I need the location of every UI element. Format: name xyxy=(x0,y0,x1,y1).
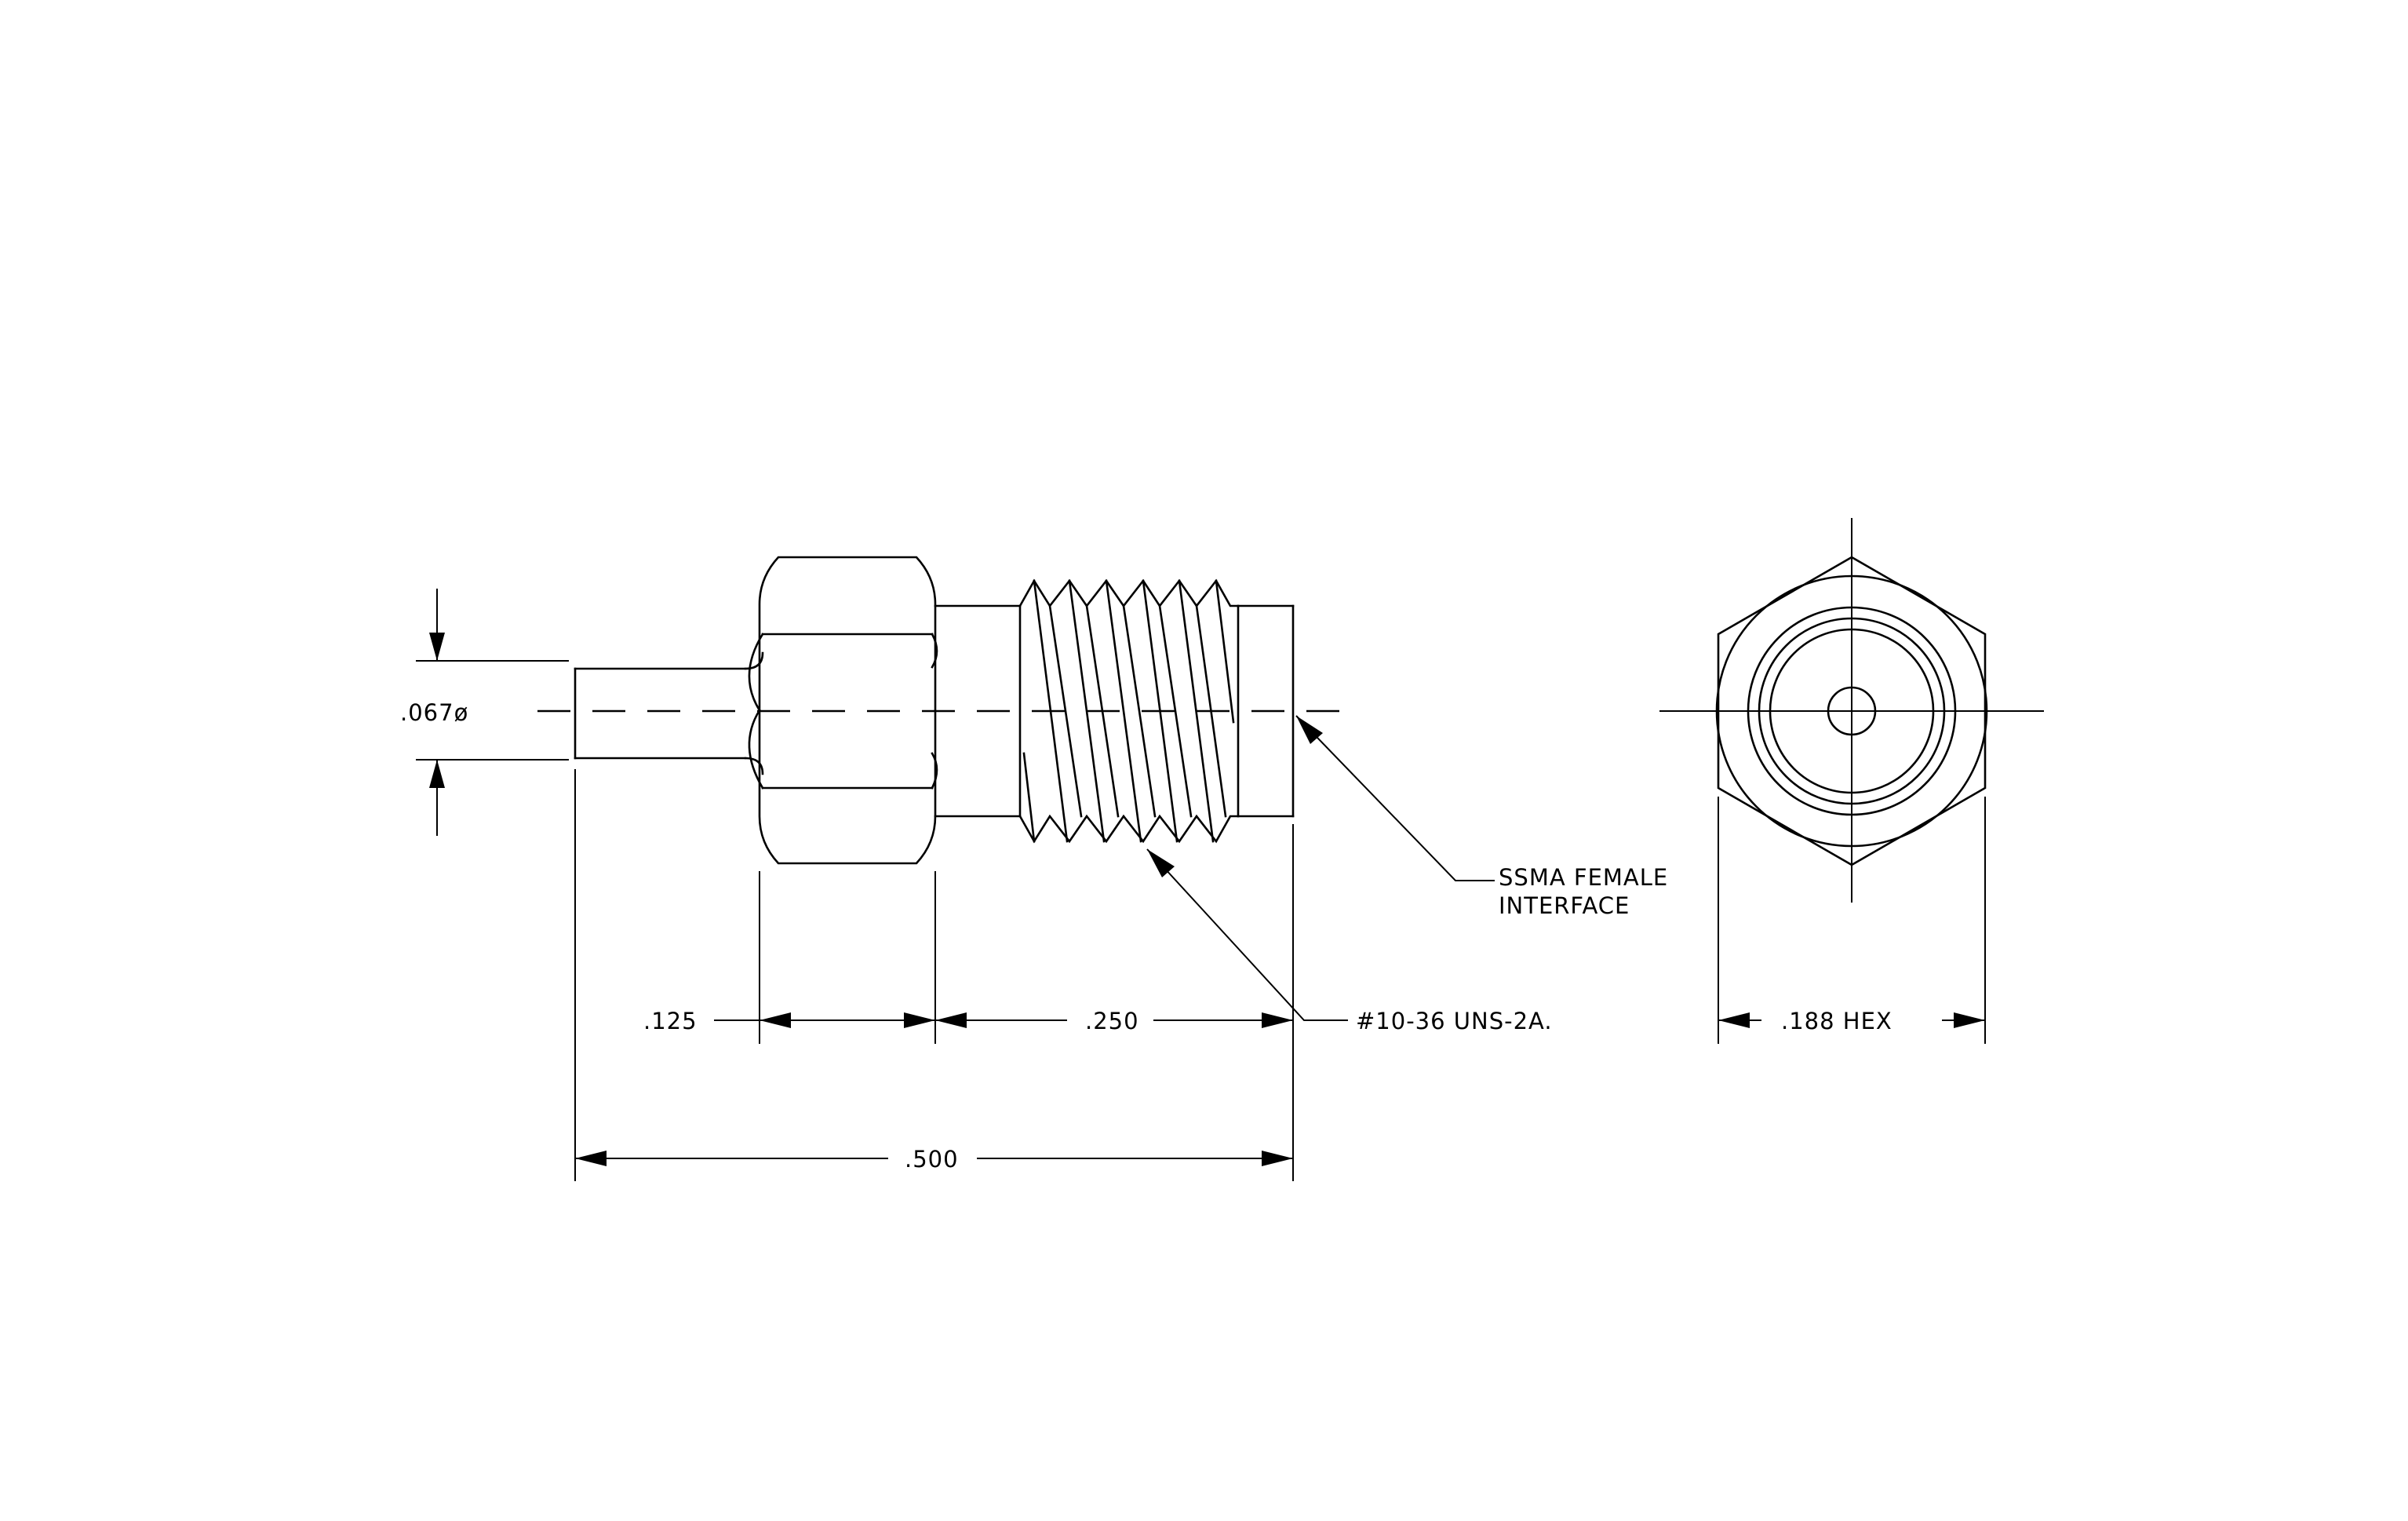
side-view xyxy=(537,556,1350,865)
extension-lines xyxy=(574,769,1986,1181)
end-view xyxy=(1659,518,2044,903)
pin xyxy=(574,651,764,775)
overall-length-label: .500 xyxy=(905,1146,959,1173)
thread-spec-label: #10-36 UNS-2A. xyxy=(1356,1008,1553,1034)
thread-length-label: .250 xyxy=(1085,1008,1139,1034)
dimension-diameter: .067ø xyxy=(400,589,569,836)
dimension-hex-length: .125 xyxy=(643,1008,935,1034)
interface-label-line1: SSMA FEMALE xyxy=(1499,864,1668,891)
hex-length-label: .125 xyxy=(643,1008,698,1034)
hex-size-label: .188 HEX xyxy=(1781,1008,1893,1034)
dimension-hex-size: .188 HEX xyxy=(1718,1008,1985,1034)
callout-thread-spec: #10-36 UNS-2A. xyxy=(1146,848,1553,1034)
interface-label-line2: INTERFACE xyxy=(1499,892,1630,919)
hex-nut xyxy=(748,556,938,865)
dimension-thread-length: .250 xyxy=(935,1008,1293,1034)
diameter-label: .067ø xyxy=(400,699,468,726)
dimension-overall-length: .500 xyxy=(575,1146,1293,1173)
front-collar xyxy=(1237,604,1295,818)
shank xyxy=(934,604,1022,818)
callout-interface: SSMA FEMALE INTERFACE xyxy=(1295,715,1668,919)
